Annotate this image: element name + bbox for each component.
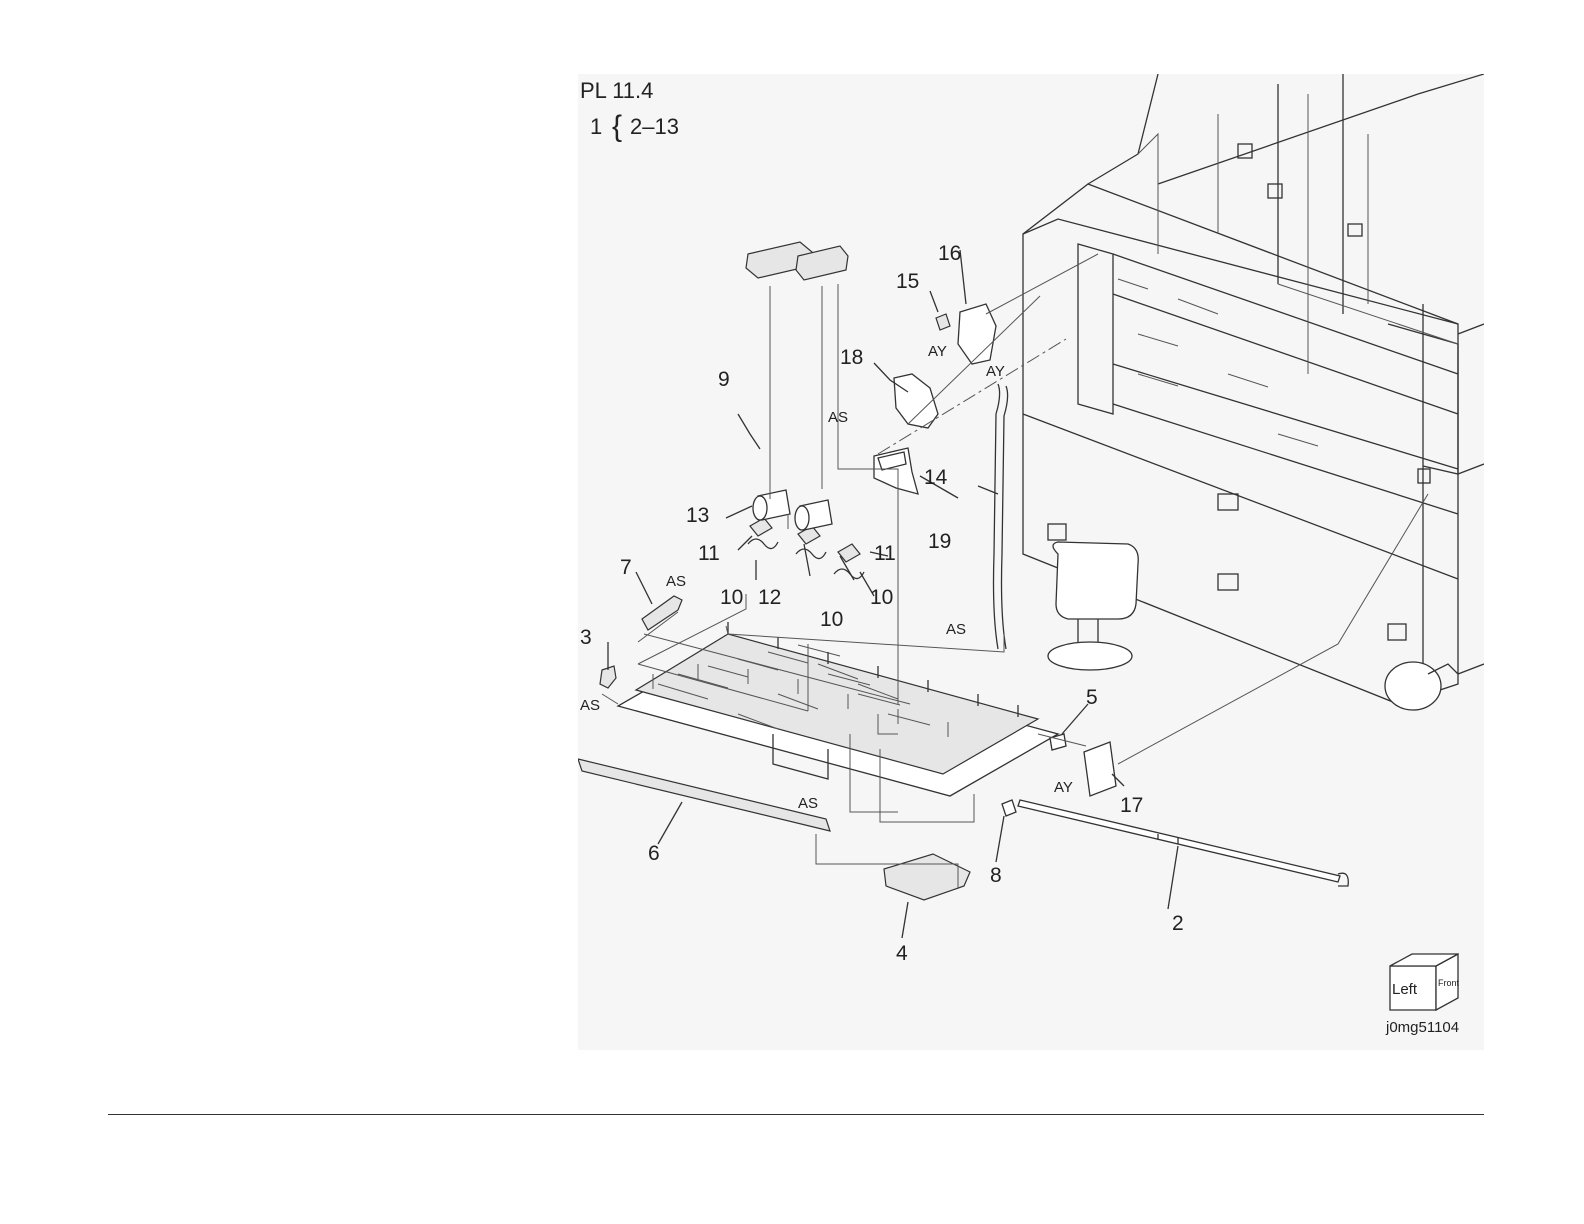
part-4-guide [884,854,970,900]
callout-15: 15 [896,270,919,293]
callout-2: 2 [1172,912,1184,935]
machine-frame [1023,74,1484,710]
ref-ay-14: AY [986,363,1005,380]
callout-18: 18 [840,346,863,369]
ref-ay-17: AY [1054,779,1073,796]
part-8-bushing [1002,800,1016,816]
image-id: j0mg51104 [1385,1019,1459,1036]
parts-diagram: PL 11.4 1 { 2–13 [578,74,1484,1050]
callout-8: 8 [990,864,1002,887]
callout-13: 13 [686,504,709,527]
ref-ay-16: AY [928,343,947,360]
part-10-spring [796,549,826,559]
ref-as-3: AS [580,697,600,714]
part-11-holder [750,518,772,536]
part-17-bracket [1084,742,1116,796]
part-9-holder [746,242,848,280]
callout-6: 6 [648,842,660,865]
callout-10a: 10 [720,586,743,609]
callout-5: 5 [1086,686,1098,709]
callout-10c: 10 [870,586,893,609]
cube-left-label: Left [1392,981,1418,998]
callout-14: 14 [924,466,948,489]
callout-11b: 11 [874,542,896,565]
leader-lines [602,254,1428,889]
callout-12: 12 [758,586,781,609]
callout-3: 3 [580,626,592,649]
ref-as-14: AS [946,621,966,638]
ref-as-9: AS [828,409,848,426]
part-2-shaft [1018,800,1348,886]
orientation-cube: Left Front [1390,954,1460,1010]
assembly-brace: { [612,110,622,143]
callout-9: 9 [718,368,730,391]
cube-front-label: Front [1438,978,1460,988]
part-15-clip [936,314,950,330]
assembly-prefix: 1 [590,114,602,139]
callout-19: 19 [928,530,951,553]
assembly-range: 2–13 [630,114,679,139]
callout-10b: 10 [820,608,843,631]
plate-title: PL 11.4 [580,78,653,103]
ref-as-6: AS [798,795,818,812]
part-14-harness [994,384,1008,649]
part-16-sensor [958,304,996,364]
part-10-spring [748,539,778,549]
callout-17: 17 [1120,794,1143,817]
footer-rule [108,1114,1484,1115]
ref-as-7: AS [666,573,686,590]
callout-4: 4 [896,942,908,965]
callout-11a: 11 [698,542,720,565]
callout-7: 7 [620,556,632,579]
transport-panel [618,622,1058,796]
callout-16: 16 [938,242,961,265]
